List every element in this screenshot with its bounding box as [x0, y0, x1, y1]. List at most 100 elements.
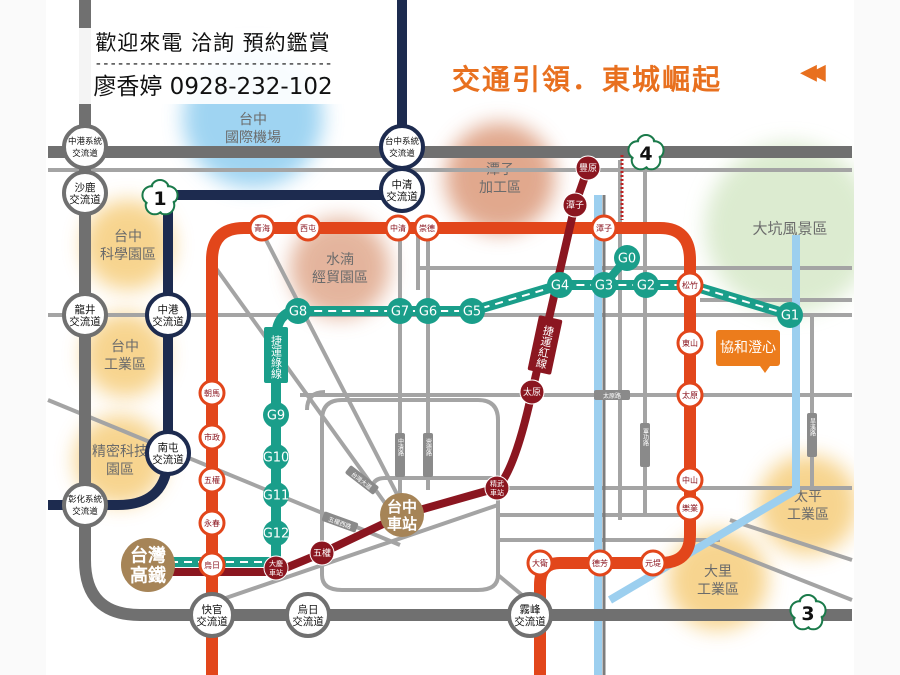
red-station[interactable]: 五權 [309, 540, 335, 566]
orange-station[interactable]: 西屯 [294, 214, 322, 242]
svg-text:交流道: 交流道 [72, 506, 98, 517]
orange-station[interactable]: 中山 [676, 466, 704, 494]
green-station[interactable]: G11 [263, 482, 290, 508]
green-station[interactable]: G8 [285, 298, 311, 324]
svg-text:G7: G7 [391, 305, 409, 320]
orange-station[interactable]: 德芳 [586, 549, 614, 577]
svg-text:中清: 中清 [392, 178, 413, 191]
label-text: G5 [463, 305, 481, 320]
svg-text:大慶: 大慶 [269, 559, 283, 568]
label-text: 崇德 [419, 223, 435, 233]
svg-text:工業區: 工業區 [697, 582, 739, 598]
svg-text:崇德路: 崇德路 [425, 438, 432, 457]
svg-text:交流道: 交流道 [72, 148, 98, 159]
orange-station[interactable]: 潭子 [590, 214, 618, 242]
orange-station[interactable]: 永春 [198, 509, 226, 537]
label-text: G9 [267, 409, 285, 424]
green-station[interactable]: G7 [387, 298, 413, 324]
svg-text:烏日: 烏日 [204, 560, 220, 570]
green-station[interactable]: G10 [263, 444, 290, 470]
svg-text:快官: 快官 [202, 603, 223, 616]
svg-text:旱溪路: 旱溪路 [809, 418, 816, 437]
svg-text:G5: G5 [463, 305, 481, 320]
label-text: 五權 [313, 547, 331, 559]
label-text: G11 [263, 489, 290, 504]
label-text: 太原 [523, 386, 541, 398]
green-station[interactable]: G5 [459, 298, 485, 324]
svg-text:經貿園區: 經貿園區 [312, 270, 368, 286]
orange-station[interactable]: 朝馬 [198, 379, 226, 407]
green-station[interactable]: G1 [777, 302, 803, 328]
svg-text:車站: 車站 [387, 515, 417, 533]
label-text: 潭子 [566, 200, 584, 211]
svg-text:烏日: 烏日 [298, 603, 319, 616]
svg-text:精密科技: 精密科技 [92, 443, 148, 460]
green-station[interactable]: G0 [614, 245, 640, 271]
agent-phone[interactable]: 廖香婷 0928-232-102 [93, 74, 333, 100]
orange-station[interactable]: 樂業 [676, 494, 704, 522]
orange-station[interactable]: 崇德 [413, 214, 441, 242]
svg-text:車站: 車站 [490, 488, 504, 497]
green-station[interactable]: G3 [591, 272, 617, 298]
green-station[interactable]: G2 [633, 272, 659, 298]
project-marker[interactable]: 協和澄心 [716, 330, 780, 373]
green-station[interactable]: G12 [263, 520, 290, 546]
orange-station[interactable]: 太原 [676, 381, 704, 409]
svg-text:交流道: 交流道 [69, 315, 101, 328]
orange-station[interactable]: 市政 [198, 423, 226, 451]
svg-text:大坑風景區: 大坑風景區 [752, 219, 827, 237]
green-station[interactable]: G9 [263, 402, 289, 428]
label-text: 豐原 [579, 163, 597, 174]
orange-station[interactable]: 元堤 [639, 549, 667, 577]
label-text: 西屯 [300, 223, 316, 233]
svg-text:1: 1 [153, 188, 166, 210]
svg-text:霧峰: 霧峰 [520, 604, 541, 616]
svg-text:交流道: 交流道 [196, 615, 228, 628]
green-station[interactable]: G6 [415, 298, 441, 324]
orange-station[interactable]: 松竹 [676, 271, 704, 299]
svg-text:松竹: 松竹 [682, 280, 698, 290]
red-station[interactable]: 太原 [519, 379, 545, 405]
orange-station[interactable]: 中清 [384, 214, 412, 242]
orange-station[interactable]: 青海 [248, 214, 276, 242]
red-line-label: 捷運紅線 [527, 315, 563, 375]
svg-text:G0: G0 [618, 252, 636, 267]
label-text: G8 [289, 305, 307, 320]
orange-station[interactable]: 五權 [198, 466, 226, 494]
svg-text:潭子: 潭子 [566, 200, 584, 211]
orange-station[interactable]: 大衛 [526, 549, 554, 577]
red-station[interactable]: 豐原 [575, 155, 601, 181]
svg-text:台灣: 台灣 [130, 544, 166, 566]
svg-text:軍功路: 軍功路 [642, 428, 649, 447]
svg-text:國際機場: 國際機場 [225, 130, 281, 146]
green-station[interactable]: G4 [547, 272, 573, 298]
svg-text:中山: 中山 [682, 475, 698, 485]
orange-station[interactable]: 東山 [676, 329, 704, 357]
label-text: 樂業 [682, 503, 698, 513]
orange-station[interactable]: 烏日 [198, 551, 226, 579]
svg-text:龍井: 龍井 [75, 303, 96, 316]
red-station[interactable]: 潭子 [562, 192, 588, 218]
